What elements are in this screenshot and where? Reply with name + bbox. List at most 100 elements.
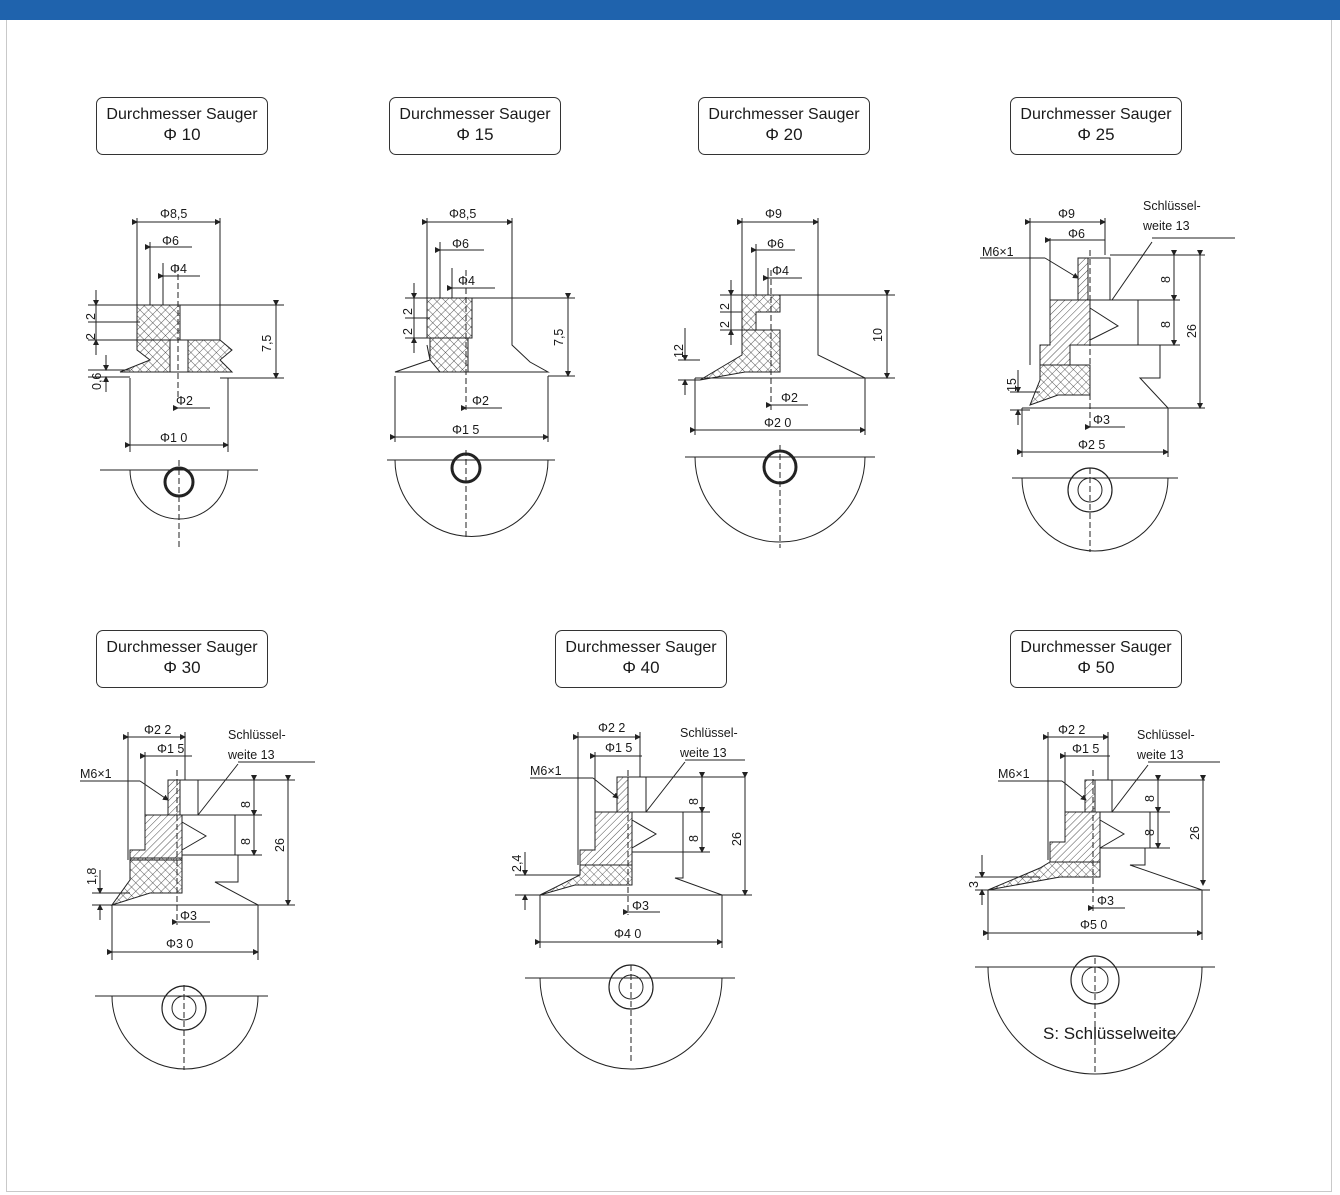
dim-h-lip: 12 [672, 344, 686, 358]
dim-h1: 2 [84, 313, 98, 320]
drawing-d30 [80, 732, 315, 1070]
dim-h-total: 7,5 [552, 329, 566, 346]
dim-h-total: 10 [871, 328, 885, 342]
dim-bore: Φ2 [472, 394, 489, 408]
dim-pad: Φ3 0 [166, 937, 193, 951]
drawing-d40 [515, 732, 752, 1070]
caption-box-10: Durchmesser Sauger Φ 10 [96, 97, 268, 155]
caption-title: Durchmesser Sauger [1020, 106, 1172, 123]
caption-title: Durchmesser Sauger [708, 106, 860, 123]
dim-d-in: Φ4 [458, 274, 475, 288]
dim-h-total: 7,5 [260, 335, 274, 352]
caption-size: Φ 20 [765, 125, 803, 144]
dim-h2: 8 [1159, 321, 1173, 328]
caption-title: Durchmesser Sauger [1020, 639, 1172, 656]
dim-h-lip: 2,4 [510, 855, 524, 872]
dim-h-total: 26 [1188, 826, 1202, 840]
dim-thread: M6×1 [998, 767, 1030, 781]
dim-od-top: Φ9 [765, 207, 782, 221]
dim-pad: Φ1 5 [452, 423, 479, 437]
drawing-d20 [678, 218, 895, 548]
caption-box-15: Durchmesser Sauger Φ 15 [389, 97, 561, 155]
dim-h1: 8 [239, 801, 253, 808]
dim-od-top: Φ8,5 [160, 207, 187, 221]
caption-title: Durchmesser Sauger [106, 639, 258, 656]
dim-h2: 2 [401, 328, 415, 335]
dim-h1: 8 [687, 798, 701, 805]
caption-box-30: Durchmesser Sauger Φ 30 [96, 630, 268, 688]
dim-thread: M6×1 [80, 767, 112, 781]
dim-d-mid: Φ6 [162, 234, 179, 248]
dim-bore: Φ3 [632, 899, 649, 913]
dim-thread: M6×1 [982, 245, 1014, 259]
dim-h2: 8 [1143, 829, 1157, 836]
dim-h1: 2 [401, 308, 415, 315]
dim-bore: Φ2 [176, 394, 193, 408]
dim-bore: Φ3 [1093, 413, 1110, 427]
caption-size: Φ 10 [163, 125, 201, 144]
dim-d-mid: Φ6 [1068, 227, 1085, 241]
dim-pad: Φ1 0 [160, 431, 187, 445]
caption-size: Φ 25 [1077, 125, 1115, 144]
footnote: S: Schlüsselweite [1043, 1024, 1177, 1043]
dim-pad: Φ5 0 [1080, 918, 1107, 932]
dim-h2: 2 [84, 333, 98, 340]
dim-bore: Φ3 [180, 909, 197, 923]
dim-h2: 8 [239, 838, 253, 845]
dim-h-total: 26 [730, 832, 744, 846]
dim-d-in: Φ4 [772, 264, 789, 278]
dim-bore: Φ3 [1097, 894, 1114, 908]
dim-h1: 8 [1143, 795, 1157, 802]
caption-size: Φ 40 [622, 658, 660, 677]
caption-size: Φ 50 [1077, 658, 1115, 677]
dim-wrench-2: weite 13 [227, 748, 275, 762]
caption-title: Durchmesser Sauger [399, 106, 551, 123]
dim-od-top: Φ2 2 [598, 721, 625, 735]
dim-od-top: Φ8,5 [449, 207, 476, 221]
dim-d-mid: Φ1 5 [157, 742, 184, 756]
dim-pad: Φ2 5 [1078, 438, 1105, 452]
dim-h1: 8 [1159, 276, 1173, 283]
dim-wrench: Schlüssel- [1137, 728, 1195, 742]
dim-d-mid: Φ6 [452, 237, 469, 251]
header-bar [0, 0, 1340, 20]
dim-h2: 2 [718, 321, 732, 328]
dim-pad: Φ2 0 [764, 416, 791, 430]
dim-od-top: Φ2 2 [144, 723, 171, 737]
dim-wrench-2: weite 13 [1142, 219, 1190, 233]
dim-h1: 2 [718, 303, 732, 310]
page-frame [6, 20, 1332, 1192]
caption-box-20: Durchmesser Sauger Φ 20 [698, 97, 870, 155]
dim-wrench-2: weite 13 [679, 746, 727, 760]
dim-h-lip: 3 [967, 881, 981, 888]
caption-size: Φ 15 [456, 125, 494, 144]
caption-box-40: Durchmesser Sauger Φ 40 [555, 630, 727, 688]
drawing-d15 [387, 218, 575, 540]
dim-d-in: Φ4 [170, 262, 187, 276]
dim-d-mid: Φ1 5 [1072, 742, 1099, 756]
dim-thread: M6×1 [530, 764, 562, 778]
dim-wrench: Schlüssel- [680, 726, 738, 740]
caption-title: Durchmesser Sauger [106, 106, 258, 123]
dim-d-mid: Φ6 [767, 237, 784, 251]
dim-h3: 0,6 [90, 373, 104, 390]
dim-h-lip: 15 [1005, 378, 1019, 392]
caption-size: Φ 30 [163, 658, 201, 677]
drawing-d50 [975, 732, 1220, 1075]
caption-title: Durchmesser Sauger [565, 639, 717, 656]
drawing-d10 [88, 218, 284, 550]
dim-d-mid: Φ1 5 [605, 741, 632, 755]
caption-box-25: Durchmesser Sauger Φ 25 [1010, 97, 1182, 155]
dim-pad: Φ4 0 [614, 927, 641, 941]
drawing-d25 [980, 218, 1235, 552]
dim-od-top: Φ9 [1058, 207, 1075, 221]
dim-h-lip: 1,8 [85, 868, 99, 885]
dim-h2: 8 [687, 835, 701, 842]
caption-box-50: Durchmesser Sauger Φ 50 [1010, 630, 1182, 688]
dim-od-top: Φ2 2 [1058, 723, 1085, 737]
dim-h-total: 26 [1185, 324, 1199, 338]
dim-h-total: 26 [273, 838, 287, 852]
dim-bore: Φ2 [781, 391, 798, 405]
dim-wrench: Schlüssel- [1143, 199, 1201, 213]
